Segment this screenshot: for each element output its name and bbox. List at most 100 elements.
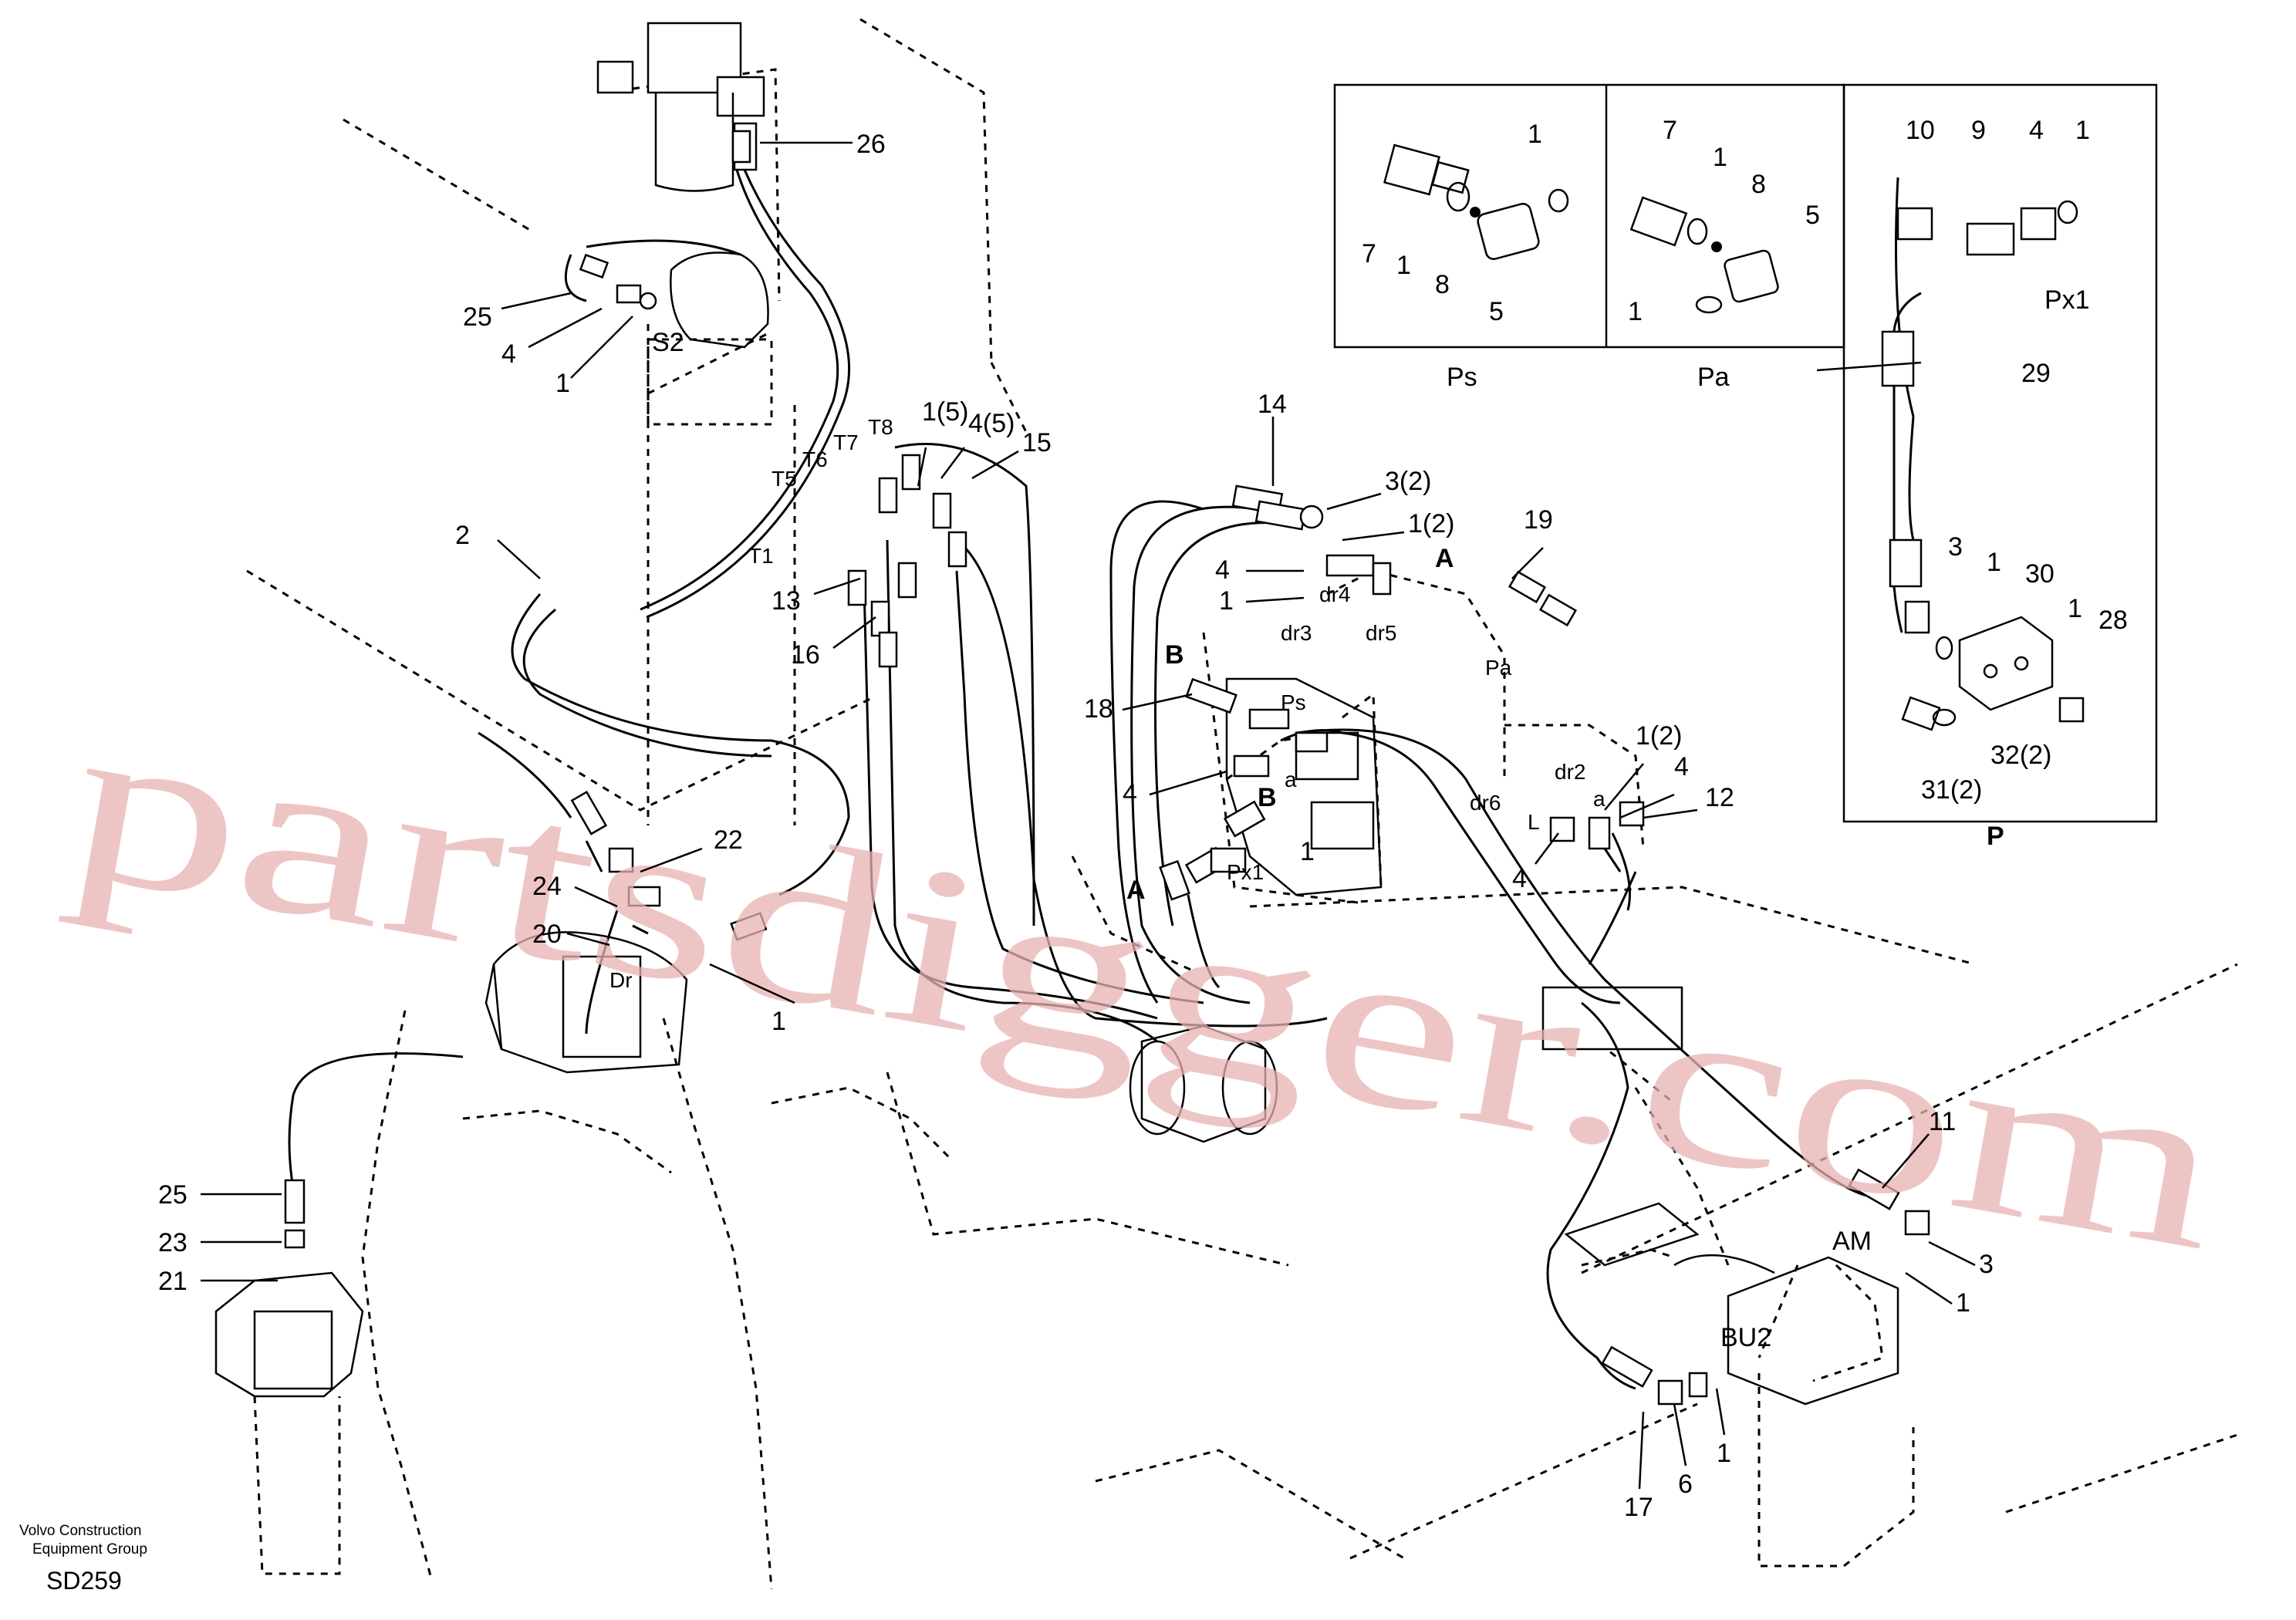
p-callout-32: 32(2) <box>1990 741 2051 770</box>
callout-4-lower: 4 <box>1123 779 1137 808</box>
fittings <box>284 130 1930 1406</box>
port-dr4: dr4 <box>1319 582 1350 606</box>
callout-1-bu2: 1 <box>1717 1439 1731 1468</box>
port-dr2: dr2 <box>1555 760 1585 784</box>
port-am: AM <box>1832 1227 1872 1256</box>
inset-label-p: P <box>1987 822 2004 851</box>
p-callout-3: 3 <box>1948 532 1963 562</box>
inset-label-pa: Pa <box>1697 363 1730 392</box>
leader-lines <box>201 141 1976 1490</box>
port-s2: S2 <box>652 328 684 357</box>
callout-1-top: 1 <box>555 369 570 398</box>
callout-16: 16 <box>791 640 820 670</box>
port-labels: S2 Dr T1 T5 T6 T7 T8 dr2 dr3 dr4 dr5 dr6… <box>609 328 1872 1352</box>
callout-4-5: 4(5) <box>968 409 1015 438</box>
p-callout-1-top: 1 <box>2075 116 2090 145</box>
pa-callout-7: 7 <box>1663 116 1677 145</box>
port-t1: T1 <box>748 544 774 568</box>
port-dr: Dr <box>609 968 633 992</box>
footer: Volvo Construction Equipment Group SD259 <box>19 1523 147 1595</box>
inset-callouts: 7 1 8 5 1 7 1 8 5 1 10 9 4 1 29 3 1 30 1… <box>1362 116 2128 851</box>
callout-1-am: 1 <box>1956 1288 1970 1318</box>
p-callout-1-right: 1 <box>2068 594 2082 623</box>
port-ps: Ps <box>1281 690 1306 714</box>
port-a-small-2: a <box>1593 787 1606 811</box>
p-callout-9: 9 <box>1971 116 1986 145</box>
callout-25-bottom: 25 <box>158 1180 187 1210</box>
callout-22: 22 <box>714 825 743 855</box>
ps-callout-1-right: 1 <box>1528 120 1542 149</box>
callout-15: 15 <box>1022 428 1052 457</box>
pa-callout-1: 1 <box>1713 143 1727 172</box>
p-callout-28: 28 <box>2098 606 2128 635</box>
port-a-left: A <box>1126 876 1146 905</box>
port-t5: T5 <box>772 467 797 491</box>
port-dr5: dr5 <box>1366 621 1396 645</box>
callout-19: 19 <box>1524 505 1553 535</box>
port-pa: Pa <box>1485 656 1512 680</box>
inset-label-ps: Ps <box>1447 363 1477 392</box>
callout-4-top: 4 <box>501 339 516 369</box>
callout-11: 11 <box>1929 1107 1956 1136</box>
footer-company-2: Equipment Group <box>32 1541 147 1558</box>
callout-25-top: 25 <box>463 302 492 332</box>
callout-4-dr6: 4 <box>1512 864 1527 893</box>
filter-assembly <box>596 22 765 192</box>
callout-24: 24 <box>532 872 562 901</box>
watermark: partsdigger.com <box>53 669 2240 1299</box>
callout-20: 20 <box>532 920 562 949</box>
callout-18: 18 <box>1084 694 1113 724</box>
callout-3-am: 3 <box>1979 1250 1994 1279</box>
inset-panels <box>1333 83 2158 823</box>
port-t6: T6 <box>802 447 828 471</box>
callout-12: 12 <box>1705 783 1734 812</box>
p-callout-10: 10 <box>1906 116 1935 145</box>
callout-1-valve: 1 <box>1219 586 1234 616</box>
callout-26: 26 <box>856 130 886 159</box>
center-joint <box>214 1271 364 1575</box>
port-dr3: dr3 <box>1281 621 1312 645</box>
callout-23: 23 <box>158 1228 187 1257</box>
p-callout-30: 30 <box>2025 559 2055 589</box>
callout-6: 6 <box>1678 1470 1693 1499</box>
port-b-top: B <box>1165 640 1184 670</box>
port-b-mid: B <box>1258 783 1277 812</box>
callout-13: 13 <box>772 586 801 616</box>
ps-callout-5: 5 <box>1489 297 1504 326</box>
port-t7: T7 <box>833 430 859 454</box>
ps-callout-8: 8 <box>1435 270 1450 299</box>
footer-code: SD259 <box>46 1567 122 1595</box>
inset-label-px1: Px1 <box>2044 285 2090 315</box>
pa-callout-5: 5 <box>1805 201 1820 230</box>
ps-callout-1-left: 1 <box>1396 251 1411 280</box>
callout-17: 17 <box>1624 1493 1653 1522</box>
pa-callout-1-bottom: 1 <box>1628 297 1643 326</box>
pa-callout-8: 8 <box>1751 170 1766 199</box>
callout-3-2: 3(2) <box>1385 467 1431 496</box>
callout-1-5: 1(5) <box>922 397 968 427</box>
ps-callout-7: 7 <box>1362 239 1376 268</box>
callout-1-swing: 1 <box>772 1007 786 1036</box>
port-t8: T8 <box>868 415 893 439</box>
callout-1-lower: 1 <box>1300 837 1315 866</box>
p-callout-29: 29 <box>2021 359 2051 388</box>
callout-4-valve: 4 <box>1215 555 1230 585</box>
callout-21: 21 <box>158 1267 187 1296</box>
port-a-small: a <box>1285 768 1297 791</box>
p-callout-1-mid: 1 <box>1987 548 2001 577</box>
footer-company-1: Volvo Construction <box>19 1523 141 1539</box>
callout-4-right: 4 <box>1674 752 1689 781</box>
p-callout-31: 31(2) <box>1921 775 1982 805</box>
callout-14: 14 <box>1258 390 1287 419</box>
port-a-top: A <box>1435 544 1454 573</box>
hoses <box>288 169 1915 1390</box>
port-l: L <box>1528 810 1540 834</box>
swing-motor <box>485 931 688 1074</box>
port-bu2: BU2 <box>1720 1323 1771 1352</box>
port-px1: Px1 <box>1227 860 1264 884</box>
port-dr6: dr6 <box>1470 791 1501 815</box>
pilot-pump <box>647 251 773 426</box>
callouts: 26 25 4 1 2 22 24 20 1 25 23 21 15 1(5) … <box>158 130 1994 1522</box>
callout-2: 2 <box>455 521 470 550</box>
